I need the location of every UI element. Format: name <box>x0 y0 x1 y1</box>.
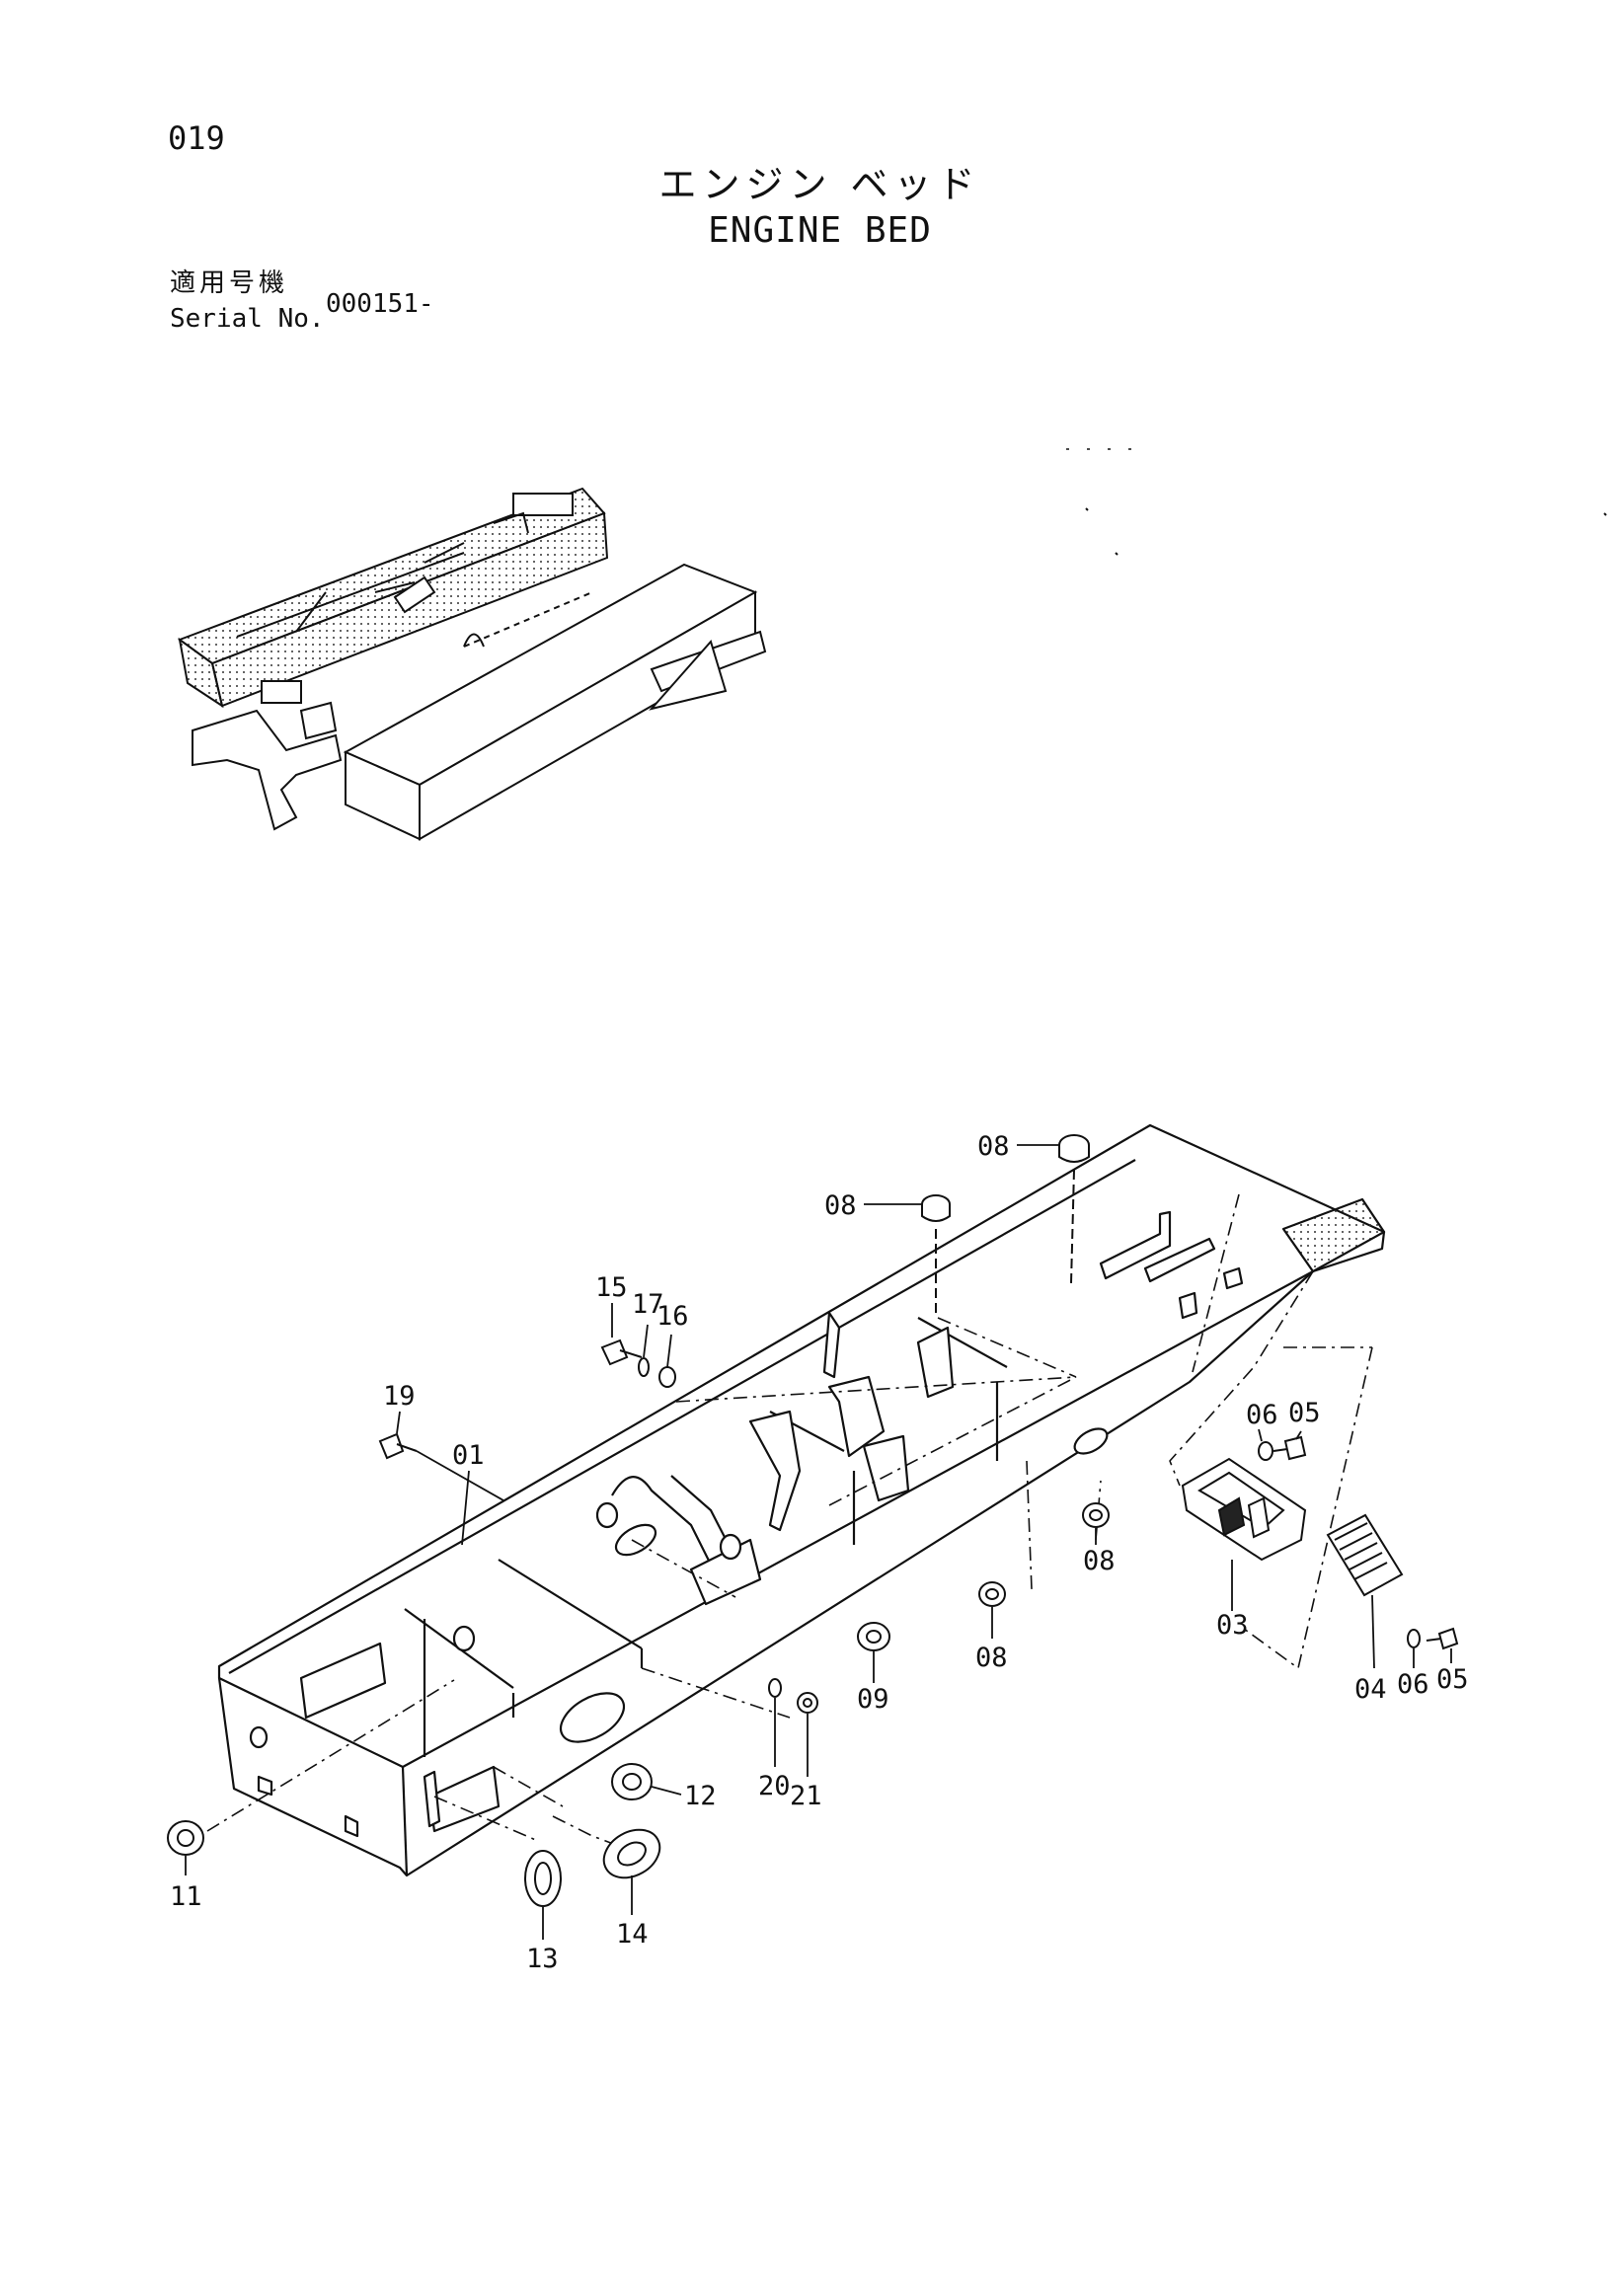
page-title-japanese: エンジン ベッド <box>658 163 981 206</box>
overview-illustration <box>177 448 1607 841</box>
bolt-05-a <box>1273 1435 1307 1461</box>
page-number: 019 <box>168 119 225 157</box>
grommet-14 <box>602 1828 661 1879</box>
washer-06-b <box>1407 1629 1421 1648</box>
callout-label: 20 <box>758 1771 791 1801</box>
serial-number-value: 000151- <box>326 289 434 319</box>
serial-label-english: Serial No. <box>170 304 325 334</box>
nut-21 <box>797 1692 818 1714</box>
callout-label: 08 <box>975 1643 1008 1673</box>
grommet-08-c <box>1082 1502 1110 1528</box>
callout-label: 11 <box>170 1881 202 1912</box>
grommet-08-b <box>921 1194 951 1222</box>
loose-parts <box>167 1134 1459 1907</box>
page-title-english: ENGINE BED <box>708 210 932 251</box>
grommet-11 <box>167 1820 204 1856</box>
callout-label: 05 <box>1288 1398 1321 1428</box>
bolt-19 <box>378 1432 418 1460</box>
washer-06-a <box>1258 1441 1273 1461</box>
bolt-05-b <box>1426 1627 1459 1650</box>
lockwasher-17 <box>638 1357 650 1377</box>
callout-label: 17 <box>632 1289 664 1320</box>
callout-label: 15 <box>595 1272 628 1303</box>
callout-label: 08 <box>824 1190 857 1221</box>
callout-label: 03 <box>1216 1610 1249 1641</box>
grommet-08-d <box>978 1581 1006 1607</box>
callout-label: 06 <box>1246 1400 1278 1430</box>
callout-label: 06 <box>1397 1669 1429 1700</box>
serial-label-japanese: 適用号機 <box>170 268 289 298</box>
washer-16 <box>658 1366 676 1388</box>
callout-label: 05 <box>1436 1664 1469 1695</box>
callout-label: 21 <box>790 1781 822 1811</box>
leader-lines <box>185 1144 1452 1940</box>
callout-label: 16 <box>656 1301 689 1332</box>
ring-20 <box>768 1678 782 1698</box>
callout-label: 19 <box>383 1381 416 1412</box>
callout-label: 12 <box>684 1781 717 1811</box>
bolt-15 <box>600 1339 643 1366</box>
callout-label: 14 <box>616 1919 649 1950</box>
callout-label: 08 <box>977 1131 1010 1162</box>
overview-engine-bed <box>177 487 609 709</box>
callout-label: 09 <box>857 1684 889 1715</box>
grommet-08-a <box>1058 1134 1090 1163</box>
engine-bed-frame <box>206 1123 1386 1877</box>
overview-lower-frame <box>192 563 767 841</box>
grommet-09 <box>857 1622 890 1651</box>
callout-labels: 08 08 15 17 16 19 01 06 05 08 03 08 09 0… <box>170 1131 1469 1974</box>
callout-label: 13 <box>526 1944 559 1974</box>
callout-label: 04 <box>1354 1674 1387 1705</box>
callout-label: 08 <box>1083 1546 1116 1576</box>
grommet-13 <box>524 1850 562 1907</box>
grommet-12 <box>611 1763 653 1800</box>
louver-04 <box>1326 1513 1404 1597</box>
callout-label: 01 <box>452 1440 485 1471</box>
cover-plate-03 <box>1181 1457 1307 1562</box>
